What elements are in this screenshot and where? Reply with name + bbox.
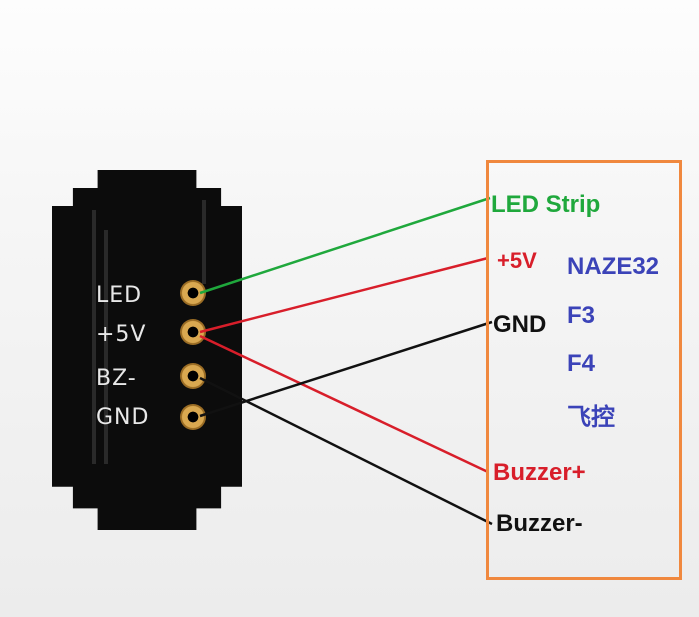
pad-gnd (180, 404, 206, 430)
led-buzzer-board (52, 170, 242, 530)
label-gnd: GND (493, 311, 547, 338)
controller-naze32: NAZE32 (567, 253, 660, 280)
pcb-trace (92, 210, 96, 464)
label-buzzer-minus: Buzzer- (496, 510, 583, 537)
controller-f3: F3 (567, 302, 596, 329)
wire-5v (199, 256, 489, 334)
wire-led-strip (199, 196, 491, 295)
silk-label-5v: +5V (96, 322, 147, 347)
pad-bz (180, 363, 206, 389)
controller-f4: F4 (567, 350, 596, 377)
label-led-strip: LED Strip (491, 191, 601, 218)
controller-chinese-fc: 飞控 (567, 404, 615, 431)
silk-label-bz: BZ- (96, 366, 137, 391)
pcb-trace (104, 230, 108, 464)
wire-buzzer-minus (199, 376, 493, 526)
label-5v: +5V (497, 248, 537, 273)
label-buzzer-plus: Buzzer+ (493, 459, 586, 486)
wire-gnd (199, 320, 493, 418)
silk-label-led: LED (96, 283, 143, 308)
flight-controller-frame (486, 160, 682, 580)
silk-label-gnd: GND (96, 405, 150, 430)
wire-buzzer-plus (199, 334, 489, 474)
pcb-trace (202, 200, 206, 284)
